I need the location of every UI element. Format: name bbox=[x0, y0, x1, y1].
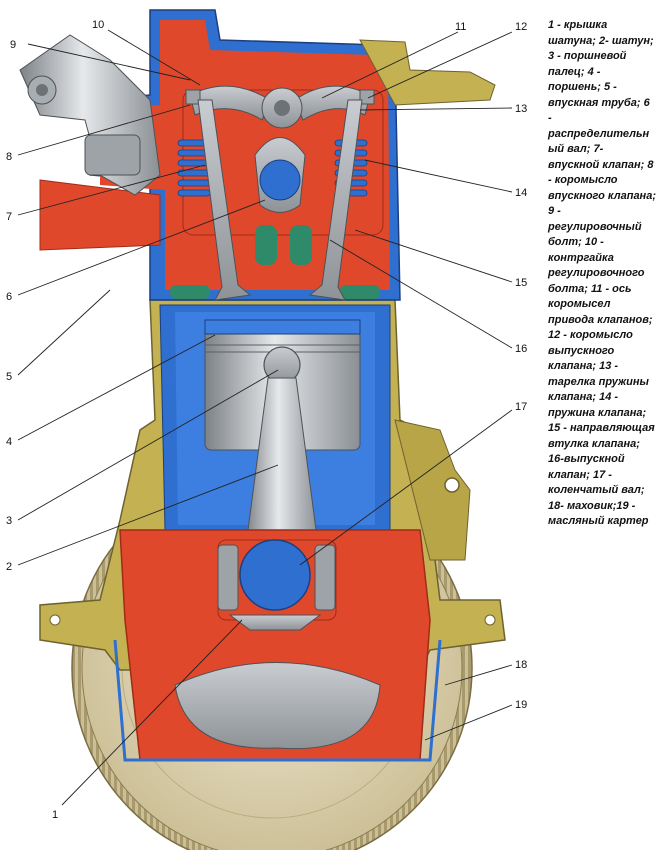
callout-4: 4 bbox=[6, 436, 12, 448]
callout-7: 7 bbox=[6, 211, 12, 223]
callout-19: 19 bbox=[515, 699, 527, 711]
parts-legend: 1 - крышка шатуна; 2- шатун; 3 - поршнев… bbox=[548, 19, 656, 527]
callout-17: 17 bbox=[515, 401, 527, 413]
valves bbox=[197, 99, 363, 301]
callout-2: 2 bbox=[6, 561, 12, 573]
callout-5: 5 bbox=[6, 371, 12, 383]
cylinder-head bbox=[39, 9, 496, 301]
callout-numbers: 9 10 11 12 13 8 14 7 15 6 16 5 17 4 3 2 … bbox=[6, 19, 527, 821]
callout-13: 13 bbox=[515, 103, 527, 115]
callout-9: 9 bbox=[10, 39, 16, 51]
callout-16: 16 bbox=[515, 343, 527, 355]
callout-18: 18 bbox=[515, 659, 527, 671]
callout-6: 6 bbox=[6, 291, 12, 303]
callout-1: 1 bbox=[52, 809, 58, 821]
leader-lines bbox=[17, 29, 513, 806]
crankshaft bbox=[217, 539, 337, 631]
callout-14: 14 bbox=[515, 187, 527, 199]
carburetor-fitting bbox=[19, 34, 161, 196]
callout-8: 8 bbox=[6, 151, 12, 163]
engine-cross-section-diagram: 9 10 11 12 13 8 14 7 15 6 16 5 17 4 3 2 … bbox=[6, 9, 527, 850]
callout-10: 10 bbox=[92, 19, 104, 31]
callout-3: 3 bbox=[6, 515, 12, 527]
callout-12: 12 bbox=[515, 21, 527, 33]
camshaft bbox=[254, 137, 306, 213]
callout-11: 11 bbox=[455, 21, 466, 33]
crankcase bbox=[113, 529, 442, 762]
callout-15: 15 bbox=[515, 277, 527, 289]
